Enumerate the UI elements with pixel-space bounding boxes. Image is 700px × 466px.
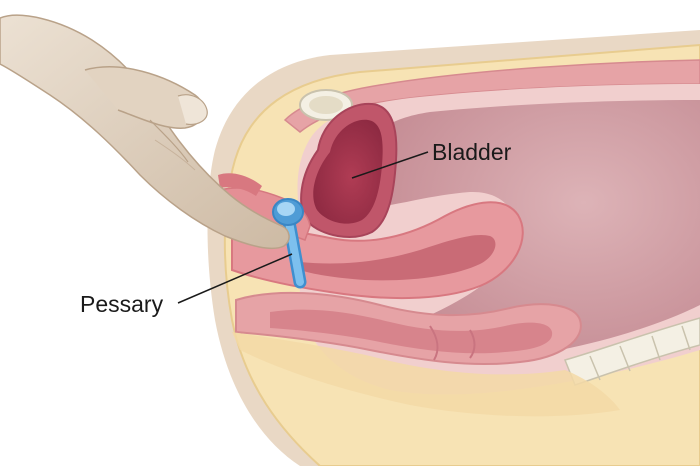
bladder-label: Bladder: [432, 139, 512, 165]
perineal-fat: [232, 332, 620, 417]
rectum-lumen: [270, 309, 553, 354]
sacrum: [563, 317, 700, 386]
pubic-bone-inner: [309, 96, 343, 114]
labial-tissue: [218, 173, 262, 196]
pessary-device: [272, 198, 307, 289]
bladder-leader-line: [351, 151, 429, 179]
uterine-cavity: [300, 234, 496, 281]
bladder-lumen: [313, 119, 383, 224]
finger-hand: [0, 14, 290, 250]
pessary-label: Pessary: [80, 291, 164, 317]
pessary-leader-line: [177, 253, 293, 304]
abdominal-cavity: [368, 100, 700, 357]
rectum-fold: [429, 325, 476, 361]
